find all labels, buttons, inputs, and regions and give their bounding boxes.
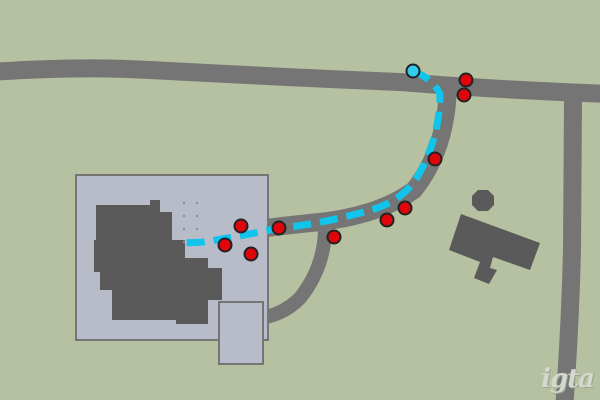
main-road [0, 59, 600, 103]
route-stop-marker[interactable] [243, 246, 259, 262]
route-path [177, 67, 444, 247]
route-stop-marker[interactable] [458, 72, 474, 88]
route-markers [217, 63, 474, 262]
garage-access-road [257, 229, 332, 325]
route-stop-marker[interactable] [456, 87, 472, 103]
neighbor-building [449, 214, 540, 284]
garage-lot [218, 301, 264, 365]
route-stop-marker[interactable] [233, 218, 249, 234]
route-stop-marker[interactable] [379, 212, 395, 228]
route-stop-marker[interactable] [326, 229, 342, 245]
route-stop-marker[interactable] [271, 220, 287, 236]
watermark-logo: igta [541, 364, 595, 394]
main-building [94, 200, 222, 324]
side-road [555, 99, 582, 400]
route-start-marker[interactable] [405, 63, 421, 79]
route-stop-marker[interactable] [397, 200, 413, 216]
round-structure [472, 190, 494, 211]
route-stop-marker[interactable] [427, 151, 443, 167]
route-stop-marker[interactable] [217, 237, 233, 253]
